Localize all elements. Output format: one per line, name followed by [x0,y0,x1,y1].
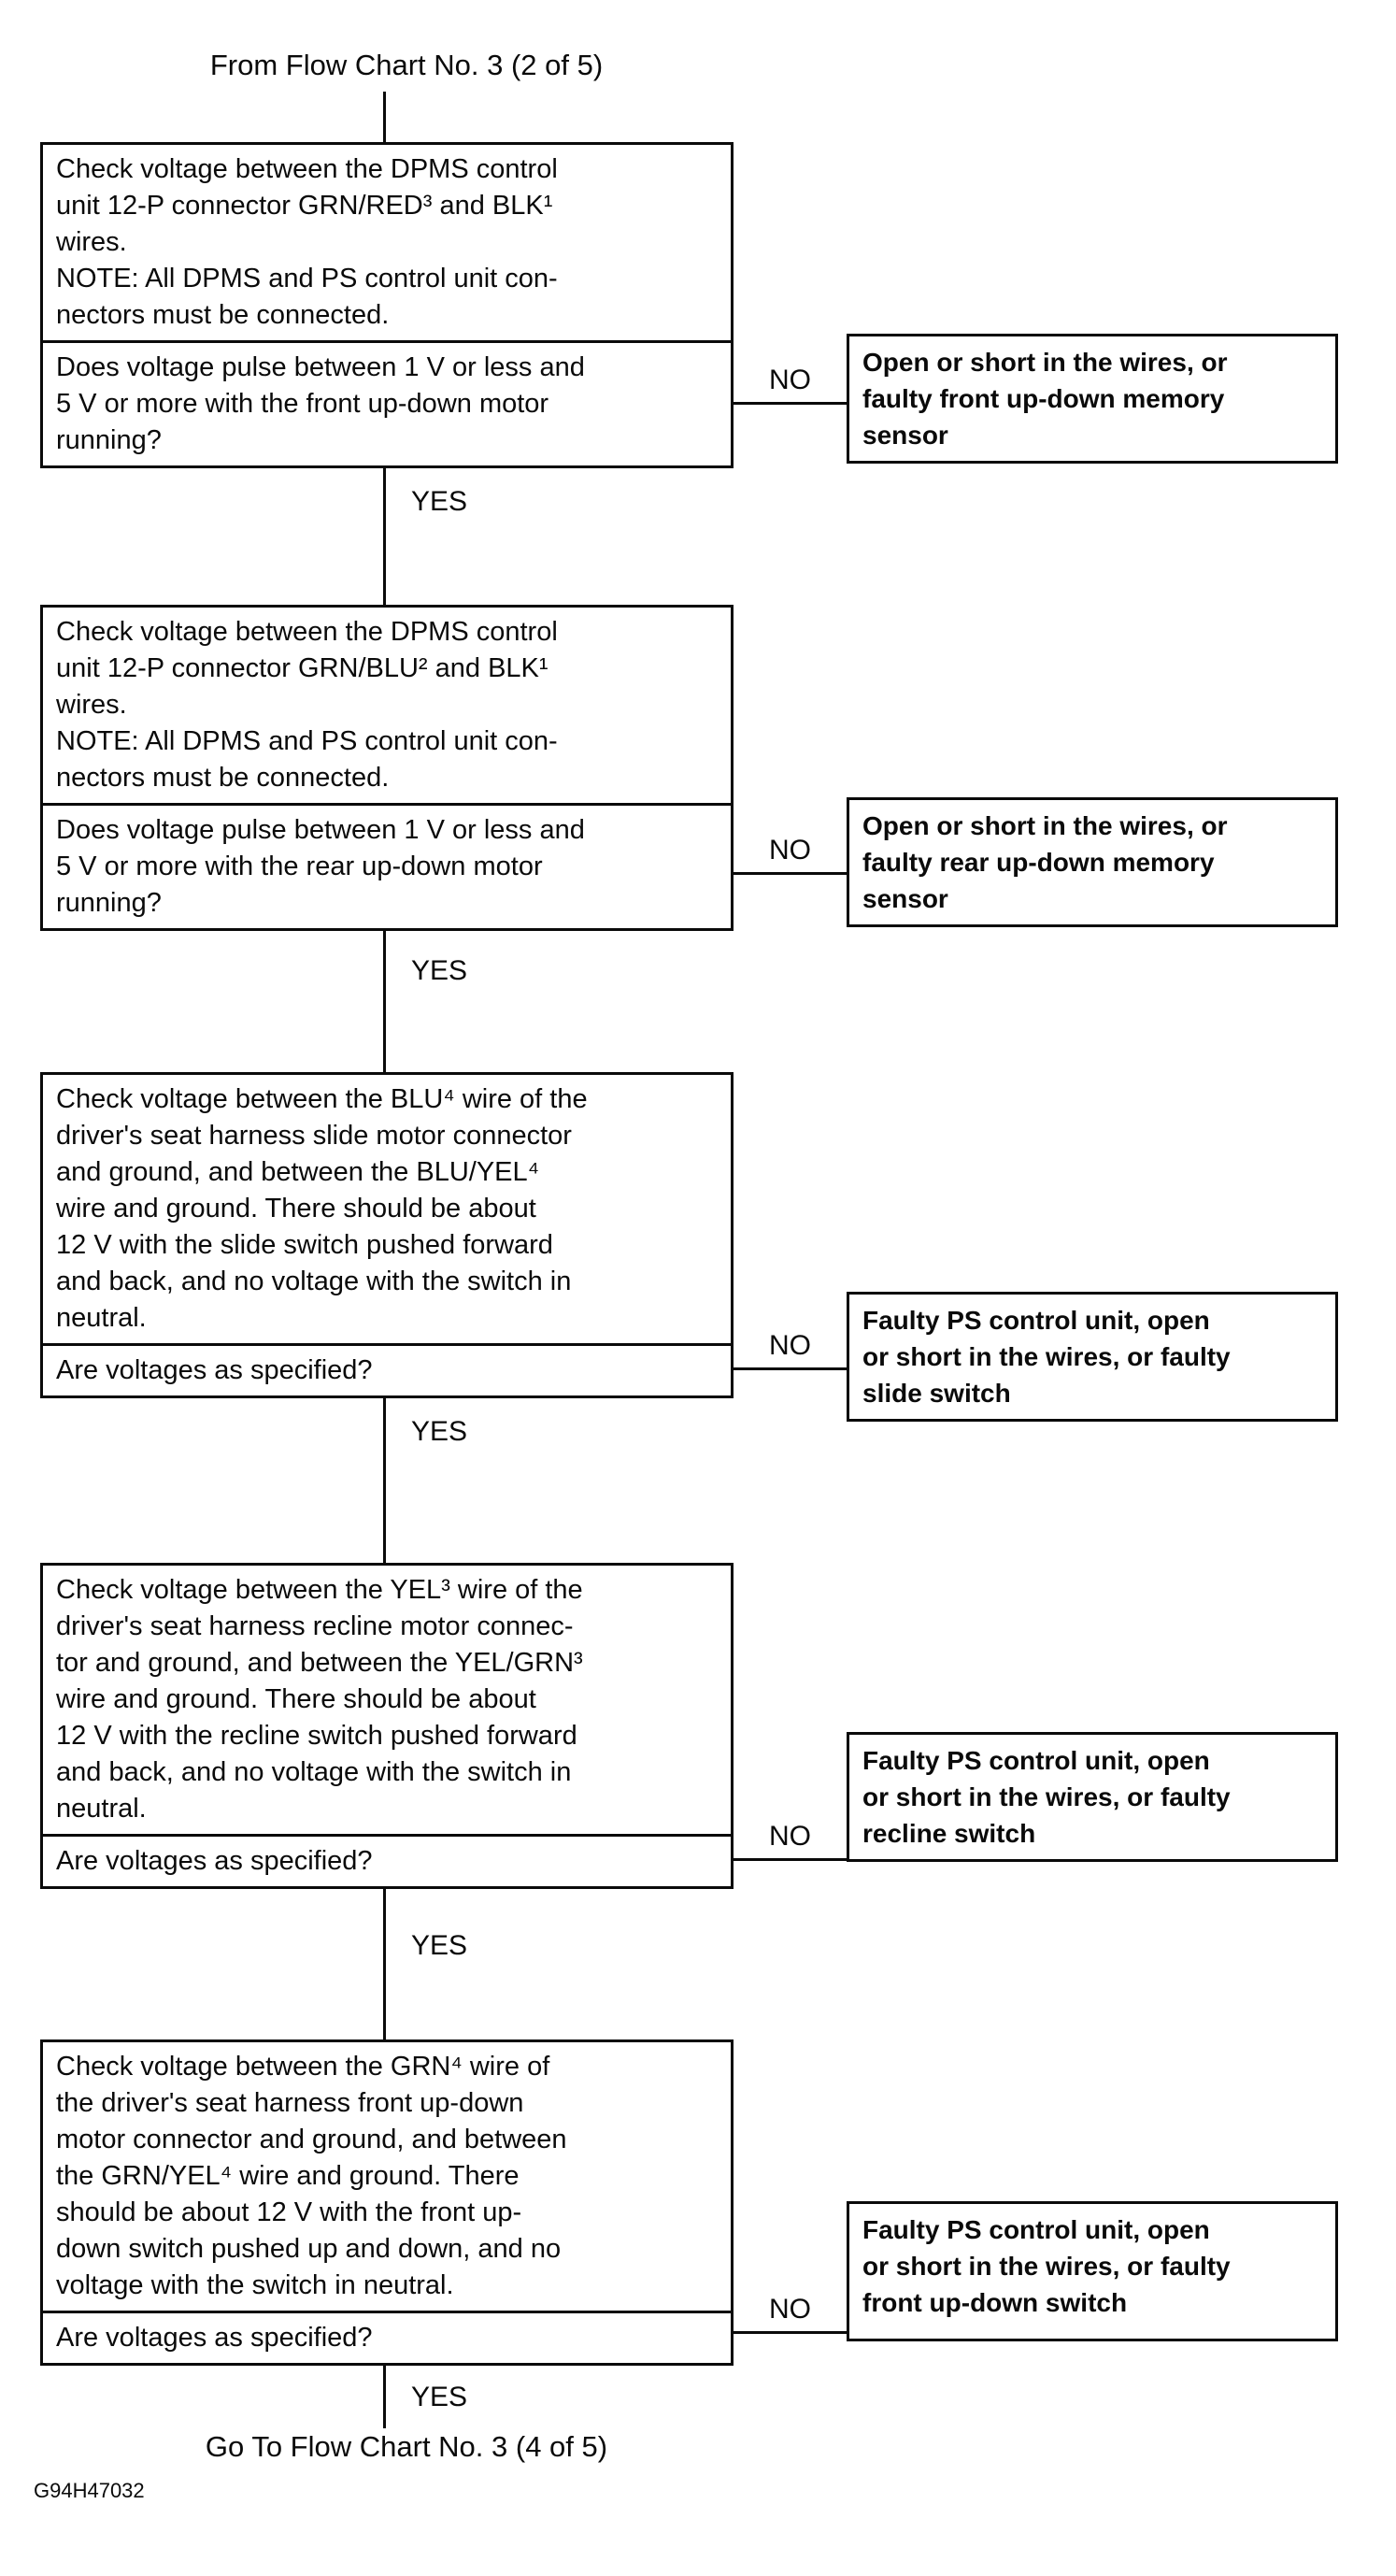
connector-hline-no-3 [729,1367,850,1370]
step-4-question-text: Are voltages as specified? [43,1834,731,1886]
flowchart-exit-label: Go To Flow Chart No. 3 (4 of 5) [205,2430,608,2463]
step-2-question-text: Does voltage pulse between 1 V or less a… [43,803,731,928]
connector-hline-no-4 [729,1858,850,1861]
connector-vline-4 [383,1879,386,2047]
yes-branch-label-1: YES [411,486,472,518]
no-branch-label-5: NO [769,2294,811,2325]
connector-vline-3 [383,1388,386,1570]
connector-vline-entry [383,92,386,146]
no-branch-label-2: NO [769,835,811,866]
connector-hline-no-2 [729,872,850,875]
connector-vline-5 [383,2357,386,2428]
no-branch-label-3: NO [769,1330,811,1361]
result-box-5: Faulty PS control unit, open or short in… [847,2201,1338,2341]
result-box-3: Faulty PS control unit, open or short in… [847,1292,1338,1422]
step-5-question-text: Are voltages as specified? [43,2311,731,2363]
result-box-4: Faulty PS control unit, open or short in… [847,1732,1338,1862]
step-1-instruction-text: Check voltage between the DPMS control u… [56,154,558,330]
step-4-instruction-text: Check voltage between the YEL³ wire of t… [56,1575,583,1824]
step-3-question-text: Are voltages as specified? [43,1343,731,1395]
flowchart-entry-label: From Flow Chart No. 3 (2 of 5) [209,49,604,81]
figure-code: G94H47032 [34,2479,145,2502]
step-box-4: Check voltage between the YEL³ wire of t… [40,1563,734,1889]
result-box-2: Open or short in the wires, or faulty re… [847,797,1338,927]
yes-branch-label-5: YES [411,2382,472,2413]
connector-vline-2 [383,921,386,1080]
no-branch-label-4: NO [769,1821,811,1852]
step-box-5: Check voltage between the GRN⁴ wire of t… [40,2039,734,2366]
connector-hline-no-1 [729,402,850,405]
no-branch-label-1: NO [769,365,811,395]
step-3-instruction-text: Check voltage between the BLU⁴ wire of t… [56,1084,588,1333]
result-box-1: Open or short in the wires, or faulty fr… [847,334,1338,464]
step-box-2: Check voltage between the DPMS control u… [40,605,734,931]
connector-vline-1 [383,458,386,612]
step-box-3: Check voltage between the BLU⁴ wire of t… [40,1072,734,1398]
step-box-1: Check voltage between the DPMS control u… [40,142,734,468]
yes-branch-label-3: YES [411,1416,472,1448]
yes-branch-label-2: YES [411,955,472,987]
step-1-question-text: Does voltage pulse between 1 V or less a… [43,340,731,465]
connector-hline-no-5 [729,2331,850,2334]
step-5-instruction-text: Check voltage between the GRN⁴ wire of t… [56,2052,567,2300]
yes-branch-label-4: YES [411,1930,472,1962]
step-2-instruction-text: Check voltage between the DPMS control u… [56,617,558,793]
